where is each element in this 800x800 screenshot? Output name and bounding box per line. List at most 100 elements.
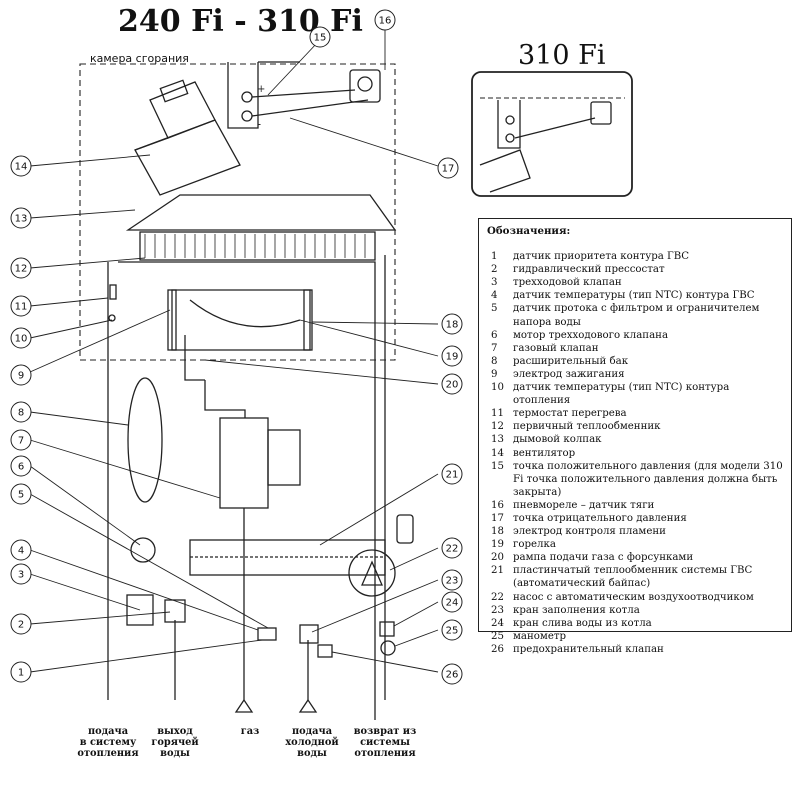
legend-item-text: датчик приоритета контура ГВС xyxy=(513,251,690,263)
legend-item-number: 8 xyxy=(491,355,498,367)
callout-16: 16 xyxy=(374,9,396,31)
three-way-valve-motor xyxy=(130,537,156,563)
air-pressure-switch-dial xyxy=(357,76,373,92)
callout-number: 3 xyxy=(18,570,24,581)
legend-item-number: 3 xyxy=(491,277,498,289)
legend-item-number: 23 xyxy=(491,604,504,616)
plus-sign: + xyxy=(257,84,265,95)
legend-item-number: 2 xyxy=(491,264,498,276)
callout-14: 14 xyxy=(10,155,32,177)
inset-310fi xyxy=(471,71,633,197)
manometer xyxy=(380,640,396,656)
legend-item: 3 трехходовой клапан xyxy=(487,276,783,289)
legend-item-text: пневмореле – датчик тяги xyxy=(513,499,655,511)
legend-item: 8 расширительный бак xyxy=(487,355,783,368)
legend-item-number: 11 xyxy=(491,408,504,420)
inset-housing xyxy=(497,100,521,149)
callout-18: 18 xyxy=(441,313,463,335)
callout-9: 9 xyxy=(10,364,32,386)
callout-25: 25 xyxy=(441,619,463,641)
legend-item-text: точка положительного давления (для модел… xyxy=(513,460,783,498)
callout-number: 7 xyxy=(18,436,24,447)
legend-item-text: точка отрицательного давления xyxy=(513,512,687,524)
legend-item-text: расширительный бак xyxy=(513,355,629,367)
legend-item-number: 10 xyxy=(491,382,504,394)
legend-item-text: манометр xyxy=(513,630,567,642)
callout-number: 14 xyxy=(15,162,28,173)
legend-item-number: 9 xyxy=(491,368,498,380)
callout-21: 21 xyxy=(441,463,463,485)
callout-number: 9 xyxy=(18,371,24,382)
callout-number: 25 xyxy=(446,626,459,637)
callout-circle xyxy=(10,563,32,585)
ntc-heating-sensor xyxy=(108,314,116,322)
callout-circle xyxy=(10,295,32,317)
pump-arrow xyxy=(361,560,383,586)
legend-item-text: горелка xyxy=(513,539,556,551)
legend-item-text: первичный теплообменник xyxy=(513,421,661,433)
callout-circle xyxy=(10,661,32,683)
gas-valve-pipe xyxy=(204,380,246,418)
legend-item-text: газовый клапан xyxy=(513,342,599,354)
callout-19: 19 xyxy=(441,345,463,367)
legend-item-text: гидравлический прессостат xyxy=(513,264,665,276)
callout-26: 26 xyxy=(441,663,463,685)
callout-10: 10 xyxy=(10,327,32,349)
legend-item-number: 17 xyxy=(491,512,504,524)
connection-label: газ xyxy=(240,726,260,737)
legend-item-text: дымовой колпак xyxy=(513,434,602,446)
pump xyxy=(348,549,396,597)
legend-item-number: 26 xyxy=(491,643,504,655)
fill-tap xyxy=(299,624,319,644)
legend-item-number: 7 xyxy=(491,342,498,354)
callout-number: 19 xyxy=(446,352,459,363)
callout-number: 13 xyxy=(15,214,28,225)
legend-item-number: 12 xyxy=(491,421,504,433)
primary-heat-exchanger xyxy=(139,231,376,261)
callout-number: 10 xyxy=(15,334,28,345)
flue-housing xyxy=(227,62,259,129)
callout-circle xyxy=(441,463,463,485)
combustion-chamber-box xyxy=(79,63,396,361)
callout-6: 6 xyxy=(10,455,32,477)
callout-number: 5 xyxy=(18,490,24,501)
callout-22: 22 xyxy=(441,537,463,559)
callout-23: 23 xyxy=(441,569,463,591)
legend-item-text: насос с автоматическим воздухоотводчиком xyxy=(513,591,754,603)
callout-15: 15 xyxy=(309,26,331,48)
callout-number: 20 xyxy=(446,380,459,391)
callout-3: 3 xyxy=(10,563,32,585)
callout-circle xyxy=(10,207,32,229)
legend-item-number: 25 xyxy=(491,630,504,642)
inset-positive-point xyxy=(505,115,515,125)
legend-item-number: 14 xyxy=(491,447,504,459)
gas-tap xyxy=(234,698,254,713)
negative-pressure-tube xyxy=(251,99,369,117)
callout-circle xyxy=(10,257,32,279)
connection-label: подача холодной воды xyxy=(285,726,339,759)
callout-circle xyxy=(441,313,463,335)
callout-circle xyxy=(10,613,32,635)
callout-7: 7 xyxy=(10,429,32,451)
legend-item-text: трехходовой клапан xyxy=(513,277,622,289)
callout-circle xyxy=(441,569,463,591)
legend-item-number: 1 xyxy=(491,251,498,263)
callout-circle xyxy=(10,401,32,423)
legend-item-number: 21 xyxy=(491,565,504,577)
callout-number: 26 xyxy=(446,670,459,681)
callout-13: 13 xyxy=(10,207,32,229)
connection-label: возврат из системы отопления xyxy=(353,726,417,759)
inset-air-pressure-switch xyxy=(590,101,612,125)
